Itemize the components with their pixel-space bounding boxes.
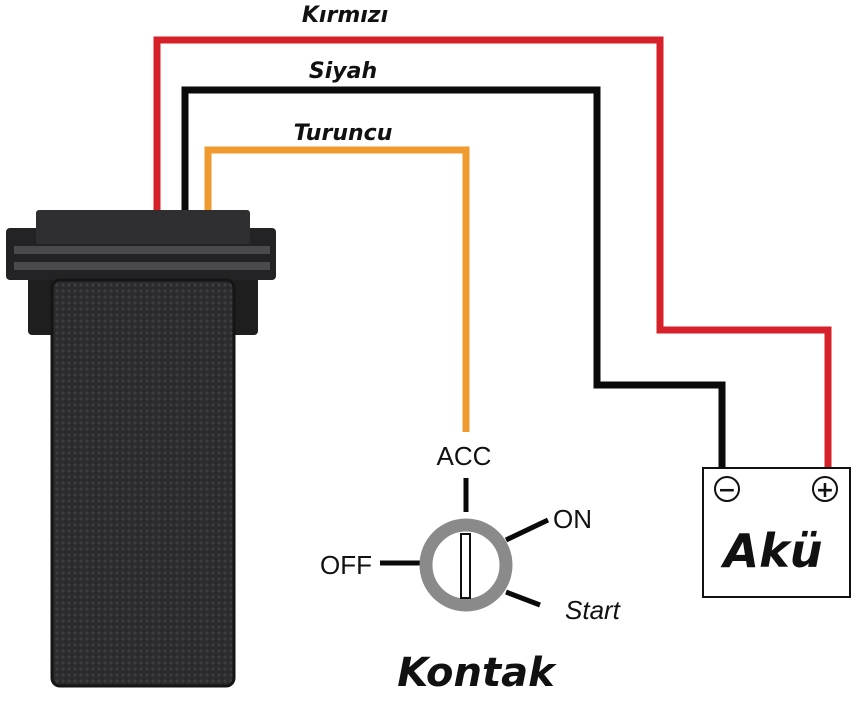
negative-sign: − [718,478,736,503]
ignition-title: Kontak [397,650,557,696]
off-label: OFF [320,550,372,580]
gps-tracker-device [6,210,276,688]
red-wire [153,36,832,470]
positive-sign: + [816,478,834,503]
positive-terminal-icon [812,476,838,502]
on-label: ON [553,504,592,534]
black-wire-label: Siyah [309,59,377,84]
negative-terminal-icon [714,476,740,502]
orange-wire [204,146,470,432]
key-slot [460,533,471,599]
black-wire [181,86,726,470]
battery-label: Akü [721,524,823,578]
ignition-switch [380,478,550,612]
orange-wire-label: Turuncu [294,121,393,146]
red-wire-label: Kırmızı [302,3,388,28]
acc-label: ACC [437,441,492,471]
start-label: Start [565,595,622,625]
battery [702,467,851,598]
